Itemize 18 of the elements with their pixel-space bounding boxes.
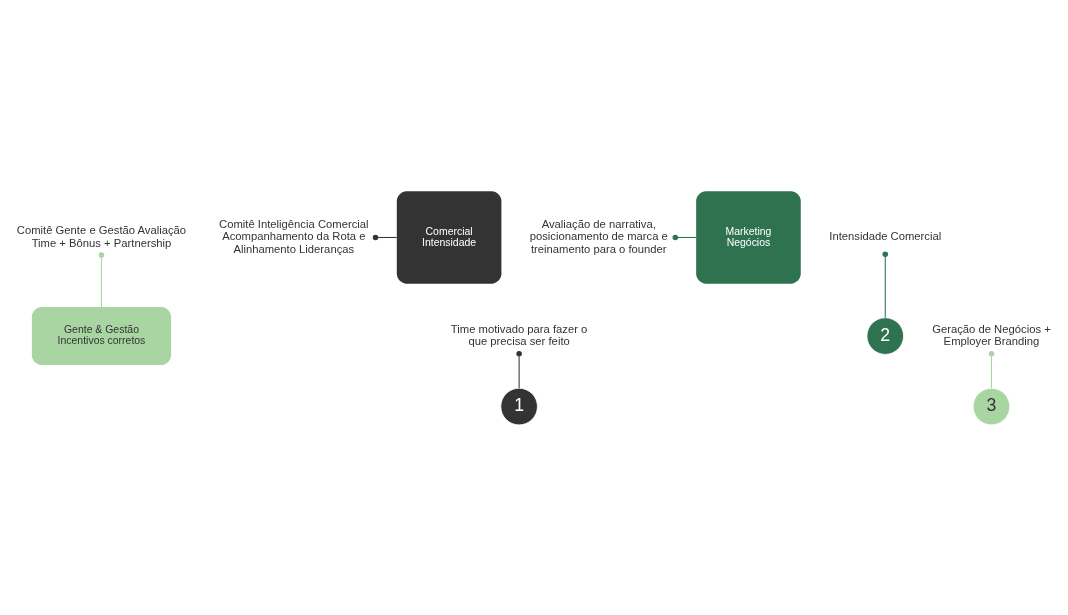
node-text: Geração de Negócios + Employer Branding bbox=[932, 322, 1051, 347]
node-box: Comercial Intensidade bbox=[396, 190, 502, 284]
node-text: Intensidade Comercial bbox=[829, 229, 942, 242]
node-text: Comitê Gente e Gestão Avaliação Time + Bônus + Partnership bbox=[16, 223, 187, 248]
node-text: Comitê Inteligência Comercial Acompanhamento da Rota e Alinhamento Lideranças bbox=[219, 217, 369, 255]
node-circle: 3 bbox=[972, 387, 1011, 425]
node-box: Marketing Negócios bbox=[696, 190, 801, 284]
node-circle: 1 bbox=[500, 387, 538, 425]
connector bbox=[988, 350, 995, 389]
connector bbox=[372, 234, 398, 240]
connector bbox=[672, 234, 697, 240]
connector bbox=[882, 250, 889, 318]
node-box: Gente & Gestão Incentivos corretos bbox=[31, 306, 172, 365]
node-text: Time motivado para fazer o que precisa ser feito bbox=[450, 322, 588, 347]
node-text: Avaliação de narrativa, posicionamento de marca e treinamento para o founder bbox=[529, 217, 668, 255]
node-circle: 2 bbox=[866, 316, 904, 355]
connector bbox=[98, 251, 105, 307]
connector bbox=[516, 350, 522, 389]
